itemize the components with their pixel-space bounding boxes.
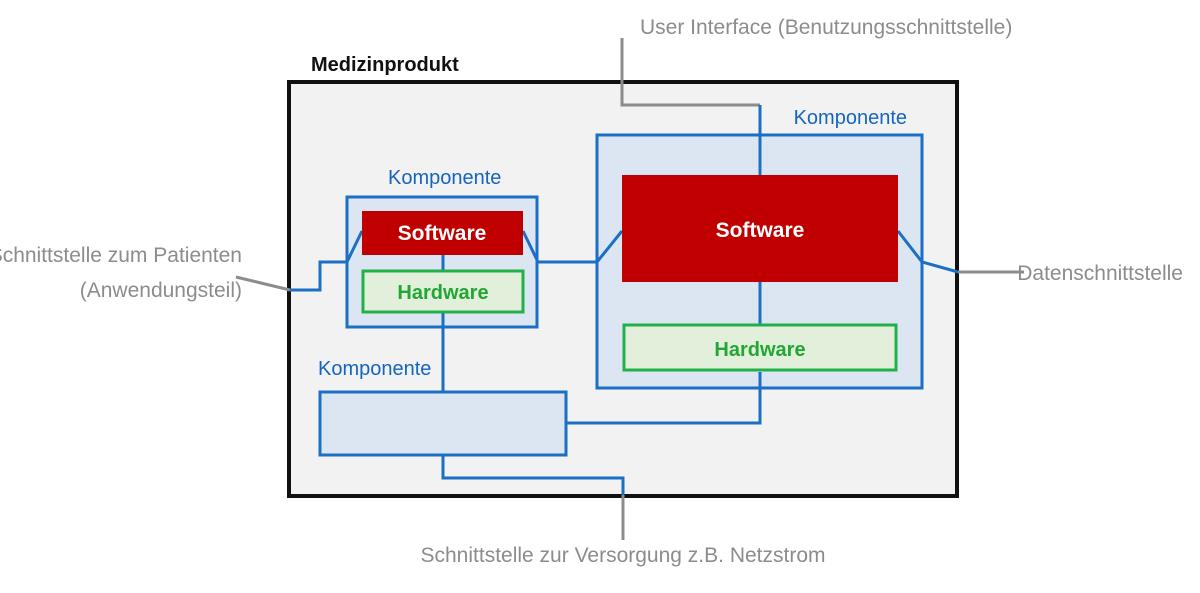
component-bottom-box [318, 390, 568, 457]
hardware-left [361, 269, 525, 314]
component-right-label: Komponente [794, 107, 907, 129]
left-right-link [521, 230, 624, 264]
software-left-label: Software [398, 222, 487, 245]
hardware-right-label: Hardware [714, 339, 805, 361]
hardware-right [622, 323, 898, 372]
supply-link [441, 455, 625, 495]
software-right-label: Software [716, 219, 805, 242]
component-left-label: Komponente [388, 167, 501, 189]
software-right [622, 175, 898, 282]
data-link [896, 230, 959, 274]
hardware-left-label: Hardware [397, 282, 488, 304]
patient-interface-label-line2: (Anwendungsteil) [80, 279, 242, 302]
supply-interface-label: Schnittstelle zur Versorgung z.B. Netzst… [421, 544, 826, 567]
user-interface-connector [620, 38, 760, 107]
patient-interface-connector [235, 275, 291, 292]
right-hw-bottom-link [566, 372, 762, 425]
patient-link [290, 230, 364, 292]
device-title: Medizinprodukt [311, 54, 459, 76]
patient-interface-label-line1: Schnittstelle zum Patienten [0, 244, 242, 267]
component-bottom-label: Komponente [318, 358, 431, 380]
user-interface-label: User Interface (Benutzungsschnittstelle) [640, 16, 1012, 39]
software-left [362, 211, 523, 255]
data-interface-label: Datenschnittstelle [1017, 262, 1183, 285]
